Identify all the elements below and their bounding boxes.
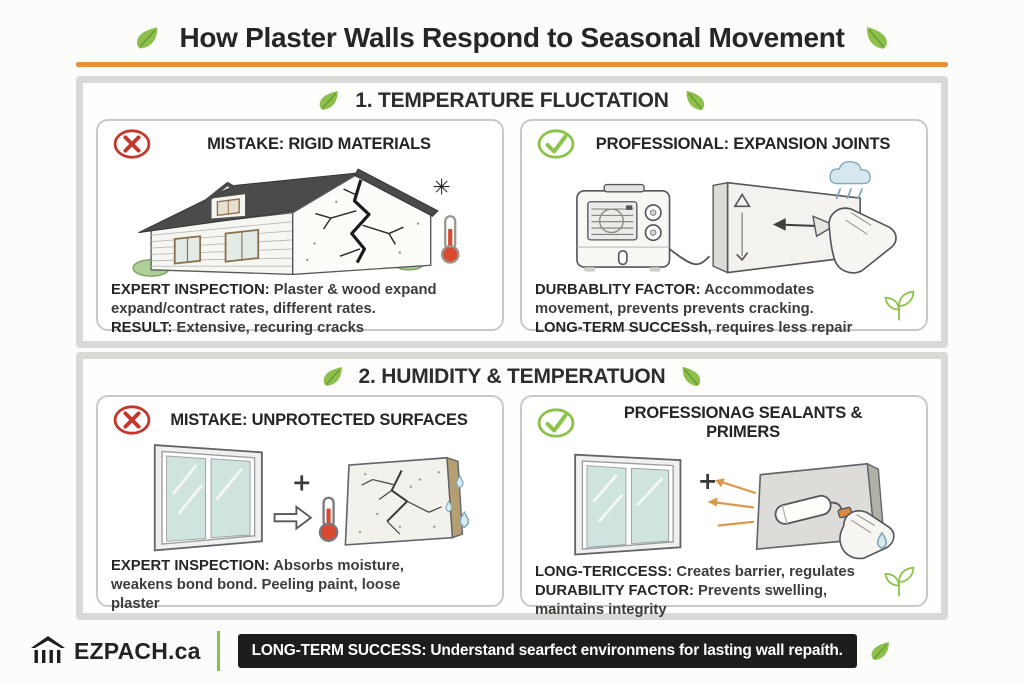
section-humidity-temperatuon: 2. HUMIDITY & TEMPERATUON MISTAKE: UNPRO… (76, 352, 948, 620)
water-drop-icon (445, 474, 470, 529)
moisture-damage-illustration: + (111, 436, 489, 554)
cracked-wall (344, 456, 464, 546)
card-mistake-rigid-materials: MISTAKE: RIGID MATERIALS (96, 119, 504, 336)
card-title: PROFESSIONAL: EXPANSION JOINTS (595, 134, 891, 153)
cross-circle-icon (111, 404, 153, 436)
banner-text: Understand searfect environmens for last… (426, 642, 843, 659)
card-title: MISTAKE: RIGID MATERIALS (207, 134, 431, 153)
thermometer-icon (318, 496, 339, 542)
section-2-header: 2. HUMIDITY & TEMPERATUON (96, 365, 928, 389)
section-2-title: 2. HUMIDITY & TEMPERATUON (358, 365, 666, 388)
sprout-icon (881, 288, 917, 324)
hand (828, 207, 897, 274)
footer-banner: LONG-TERM SUCCESS: Understand searfect e… (237, 634, 857, 668)
cracked-house-illustration: ✳ (111, 160, 489, 278)
text-label: DURBABLITY FACTOR: (535, 282, 701, 298)
check-circle-icon (535, 407, 577, 439)
leaf-icon (678, 363, 705, 390)
wall-panel (712, 181, 861, 274)
text-label: EXPERT INSPECTION: (111, 558, 270, 574)
title-underline (76, 62, 948, 67)
hand (839, 510, 895, 560)
leaf-icon (861, 23, 891, 53)
text-label: LONG-TERM SUCCESsh, (535, 320, 712, 337)
plus-icon: + (698, 467, 718, 495)
thermometer-icon (440, 215, 460, 264)
plus-icon: + (292, 468, 312, 496)
crack (386, 470, 409, 523)
text-label: LONG-TERICCESS: (535, 564, 673, 580)
banner-label: LONG-TERM SUCCESS: (251, 642, 427, 659)
power-cord (668, 248, 711, 266)
card-body-text: EXPERT INSPECTION: Plaster & wood expand… (111, 282, 437, 337)
card-body-text: EXPERT INSPECTION: Absorbs moisture, wea… (111, 558, 404, 613)
expansion-joint-illustration (535, 160, 913, 278)
card-title: PROFESSIONAG SEALANTS & PRIMERS (623, 404, 863, 441)
crack (350, 179, 371, 264)
leaf-icon (133, 23, 163, 53)
page-title: How Plaster Walls Respond to Seasonal Mo… (179, 22, 845, 53)
tool (812, 215, 837, 238)
section-1-header: 1. TEMPERATURE FLUCTATION (96, 89, 928, 113)
sealant-roller-illustration: + (535, 442, 913, 560)
dehumidifier-icon (576, 183, 671, 272)
cross-circle-icon (111, 128, 153, 160)
header: How Plaster Walls Respond to Seasonal Mo… (0, 22, 1024, 54)
card-professional-sealants-primers: PROFESSIONAG SEALANTS & PRIMERS (520, 395, 928, 618)
text-label: RESULT: (111, 320, 173, 337)
brand-name: EZPACH.ca (74, 637, 201, 664)
window-icon (574, 453, 682, 556)
spray-arrows (710, 479, 756, 527)
text-label: DURABILITY FACTOR: (535, 583, 694, 600)
footer-divider (216, 631, 220, 671)
rain-cloud-icon (829, 161, 871, 200)
section-1-title: 1. TEMPERATURE FLUCTATION (355, 89, 669, 112)
building-icon (30, 635, 66, 667)
leaf-icon (681, 87, 708, 114)
check-circle-icon (535, 128, 577, 160)
card-professional-expansion-joints: PROFESSIONAL: EXPANSION JOINTS (520, 119, 928, 336)
right-arrow-icon (273, 504, 313, 531)
footer: EZPACH.ca LONG-TERM SUCCESS: Understand … (30, 631, 892, 671)
card-body-text: LONG-TERICCESS: Creates barrier, regulat… (535, 564, 855, 619)
card-mistake-unprotected-surfaces: MISTAKE: UNPROTECTED SURFACES (96, 395, 504, 612)
card-body-text: DURBABLITY FACTOR: Accommodates movement… (535, 282, 853, 337)
leaf-icon (319, 364, 345, 390)
card-title: MISTAKE: UNPROTECTED SURFACES (170, 410, 468, 429)
dormer (205, 181, 251, 220)
window-icon (153, 444, 263, 552)
water-drop-icon (876, 531, 888, 550)
leaf-icon (868, 638, 893, 663)
sprout-icon (881, 564, 917, 600)
leaf-icon (316, 88, 342, 114)
text-label: EXPERT INSPECTION: (111, 282, 270, 298)
section-temperature-fluctation: 1. TEMPERATURE FLUCTATION MISTAKE: RIGID… (76, 76, 948, 348)
house-icon (138, 168, 439, 276)
snowflake-icon: ✳ (432, 175, 450, 200)
